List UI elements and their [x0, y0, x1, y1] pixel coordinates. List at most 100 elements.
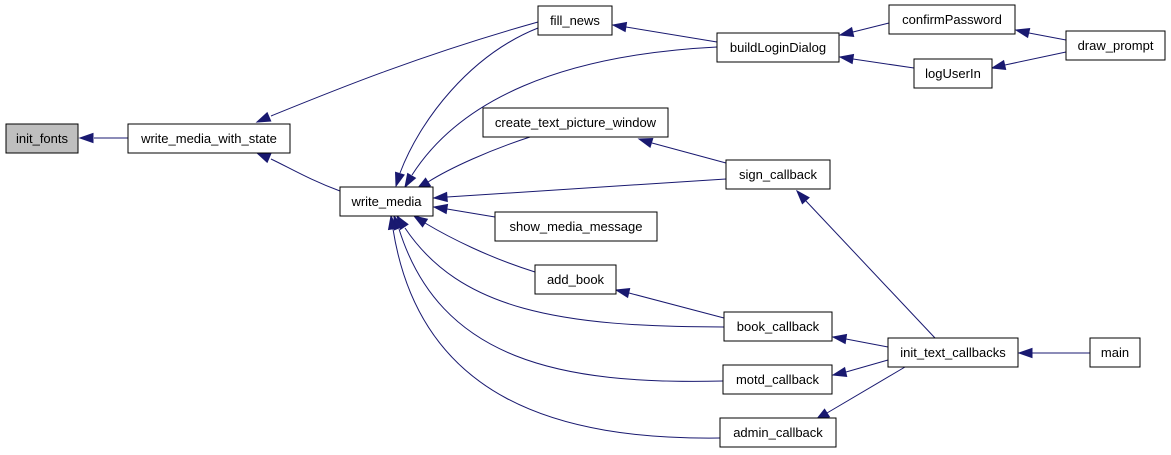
node-motd-callback[interactable]: motd_callback [722, 364, 833, 395]
nodes-layer: init_fonts write_media_with_state write_… [5, 4, 1166, 448]
node-main[interactable]: main [1089, 337, 1141, 368]
arrowhead [394, 171, 405, 188]
edge-sign-callback-to-create-text-picture-window [637, 137, 727, 164]
node-label-draw-prompt: draw_prompt [1078, 38, 1154, 53]
arrowhead [78, 132, 94, 144]
node-label-add-book: add_book [547, 272, 605, 287]
arrowhead [387, 214, 399, 231]
edge-sign-callback-to-write-media [432, 178, 727, 203]
edge-write-media-to-write-media-with-state [255, 152, 341, 192]
arrowhead [255, 152, 272, 164]
node-sign-callback[interactable]: sign_callback [725, 159, 831, 190]
edge-draw-prompt-to-confirm-password [1014, 27, 1067, 41]
node-write-media[interactable]: write_media [339, 186, 434, 217]
node-label-init-fonts: init_fonts [16, 131, 69, 146]
node-write-media-with-state[interactable]: write_media_with_state [127, 123, 291, 154]
edge-init-text-callbacks-to-sign-callback [795, 189, 936, 339]
edges-layer [78, 21, 1090, 439]
edge-draw-prompt-to-log-user-in [990, 51, 1067, 71]
edge-line [392, 228, 721, 439]
edge-admin-callback-to-write-media [387, 214, 721, 439]
node-label-book-callback: book_callback [737, 319, 820, 334]
node-init-text-callbacks[interactable]: init_text_callbacks [887, 337, 1019, 368]
node-label-admin-callback: admin_callback [733, 425, 823, 440]
node-label-sign-callback: sign_callback [739, 167, 818, 182]
edge-line [805, 200, 936, 339]
edge-build-login-dialog-to-write-media [404, 46, 718, 189]
node-label-create-text-picture-window: create_text_picture_window [495, 115, 657, 130]
arrowhead [795, 189, 810, 205]
edge-line [845, 338, 889, 348]
node-label-show-media-message: show_media_message [510, 219, 643, 234]
edge-line [446, 208, 496, 218]
node-book-callback[interactable]: book_callback [723, 311, 833, 342]
edge-line [424, 222, 536, 273]
edge-fill-news-to-write-media-with-state [255, 21, 539, 123]
edge-fill-news-to-write-media [394, 27, 539, 188]
edge-add-book-to-write-media [412, 215, 536, 273]
edge-line [270, 158, 341, 192]
edge-init-text-callbacks-to-admin-callback [814, 366, 906, 421]
edge-confirm-password-to-build-login-dialog [838, 22, 890, 38]
node-label-main: main [1101, 345, 1129, 360]
edge-main-to-init-text-callbacks [1017, 347, 1090, 359]
node-label-write-media: write_media [350, 194, 422, 209]
edge-line [826, 366, 906, 414]
node-label-confirm-password: confirmPassword [902, 12, 1002, 27]
edge-line [628, 292, 725, 319]
node-label-fill-news: fill_news [550, 13, 600, 28]
node-draw-prompt[interactable]: draw_prompt [1065, 30, 1166, 61]
node-label-build-login-dialog: buildLoginDialog [730, 40, 826, 55]
arrowhead [637, 137, 654, 148]
edge-build-login-dialog-to-fill-news [611, 21, 718, 43]
edge-line [399, 27, 539, 174]
edge-show-media-message-to-write-media [432, 203, 496, 218]
edge-line [845, 359, 889, 373]
edge-line [625, 26, 718, 43]
edge-line [852, 58, 915, 69]
arrowhead [611, 21, 628, 33]
arrowhead [1014, 27, 1031, 39]
arrowhead [404, 172, 417, 189]
edge-line [1028, 32, 1067, 41]
edge-init-text-callbacks-to-motd-callback [831, 359, 889, 378]
node-label-init-text-callbacks: init_text_callbacks [900, 345, 1006, 360]
arrowhead [990, 59, 1007, 71]
edge-line [427, 136, 531, 183]
edge-line [1004, 51, 1067, 66]
node-build-login-dialog[interactable]: buildLoginDialog [716, 32, 840, 63]
arrowhead [432, 191, 448, 203]
arrowhead [255, 111, 272, 123]
arrowhead [432, 203, 449, 215]
node-admin-callback[interactable]: admin_callback [719, 417, 837, 448]
arrowhead [614, 287, 631, 299]
node-label-write-media-with-state: write_media_with_state [140, 131, 277, 146]
node-label-log-user-in: logUserIn [925, 66, 981, 81]
arrowhead [831, 366, 848, 378]
edge-book-callback-to-add-book [614, 287, 725, 319]
edge-init-text-callbacks-to-book-callback [831, 333, 889, 348]
node-create-text-picture-window[interactable]: create_text_picture_window [482, 107, 669, 138]
edge-line [270, 21, 539, 117]
edge-line [398, 228, 724, 382]
arrowhead [831, 333, 848, 345]
edge-line [411, 46, 718, 176]
edge-line [852, 22, 890, 33]
edge-line [651, 142, 727, 164]
edge-line [446, 178, 727, 198]
node-init-fonts[interactable]: init_fonts [5, 123, 79, 154]
node-fill-news[interactable]: fill_news [537, 5, 613, 36]
arrowhead [838, 26, 855, 38]
node-log-user-in[interactable]: logUserIn [913, 58, 993, 89]
node-label-motd-callback: motd_callback [736, 372, 820, 387]
node-show-media-message[interactable]: show_media_message [494, 211, 658, 242]
edge-write-media-with-state-to-init-fonts [78, 132, 128, 144]
arrowhead [1017, 347, 1033, 359]
node-add-book[interactable]: add_book [534, 264, 617, 295]
edge-create-text-picture-window-to-write-media [415, 136, 531, 190]
edge-line [404, 227, 725, 328]
arrowhead [838, 53, 855, 65]
edge-log-user-in-to-build-login-dialog [838, 53, 915, 69]
node-confirm-password[interactable]: confirmPassword [888, 4, 1016, 35]
